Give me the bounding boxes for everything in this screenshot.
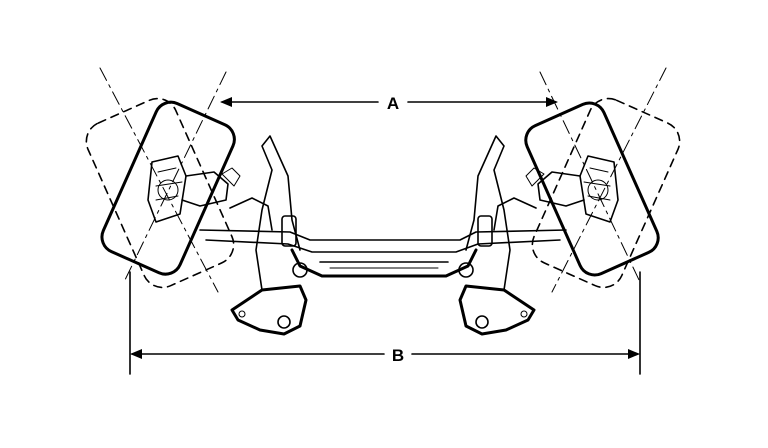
front-subframe: [199, 135, 567, 336]
dimension-b-label: B: [392, 346, 404, 365]
dimension-b: B: [129, 271, 641, 375]
dimension-b-arrow-left: [130, 349, 142, 359]
left-hub-assembly: [147, 155, 229, 223]
dimension-b-arrow-right: [628, 349, 640, 359]
dimension-a-arrow-left: [220, 97, 232, 107]
dimension-a: A: [220, 94, 558, 113]
dimension-a-label: A: [387, 94, 399, 113]
right-wheel-turned-outline: [524, 71, 660, 283]
dimension-a-arrow-right: [546, 97, 558, 107]
right-hub-assembly: [537, 155, 619, 223]
